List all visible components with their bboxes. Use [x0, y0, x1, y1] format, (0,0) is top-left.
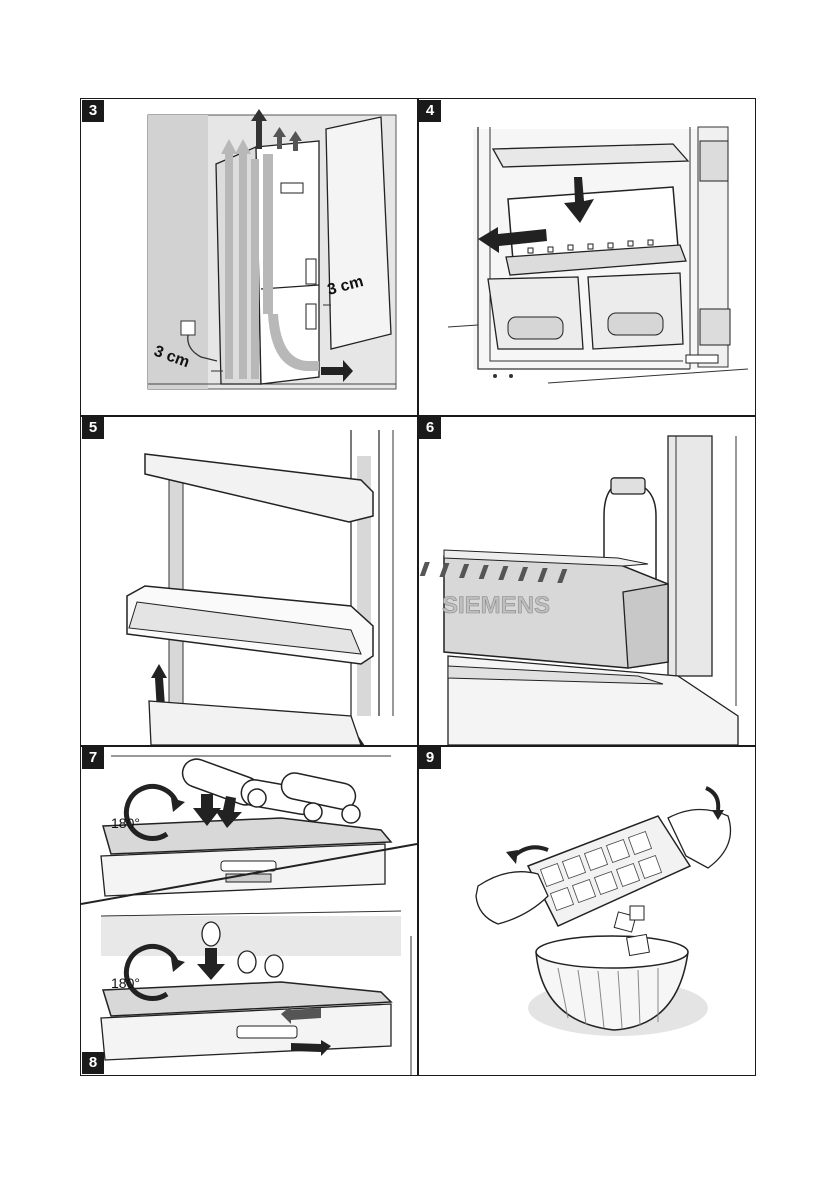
- brand-logo: SIEMENS: [442, 592, 550, 619]
- panel-4-illustration: [418, 99, 755, 415]
- rotation-label: 180°: [111, 815, 140, 831]
- panel-number: 9: [419, 747, 441, 769]
- panel-3-illustration: 3 cm 3 cm: [81, 99, 417, 415]
- panel-6-door-rack: 6 SIEMENS: [418, 416, 755, 745]
- panel-4-shelf-removal: 4: [418, 99, 755, 415]
- instruction-figure-grid: 3: [80, 98, 756, 1076]
- panel-7-8-illustration: 180° 180°: [81, 746, 417, 1075]
- panel-5-door-shelf: 5: [81, 416, 417, 745]
- panel-3-ventilation: 3: [81, 99, 417, 415]
- panel-6-illustration: SIEMENS: [418, 416, 755, 745]
- panel-number: 8: [82, 1052, 104, 1074]
- panel-7-8-storage-trays: 7 8 180°: [81, 746, 417, 1075]
- rotation-label: 180°: [111, 975, 140, 991]
- panel-number: 3: [82, 100, 104, 122]
- panel-9-illustration: [418, 746, 755, 1075]
- panel-number: 7: [82, 747, 104, 769]
- panel-9-ice-cube-tray: 9: [418, 746, 755, 1075]
- panel-number: 6: [419, 417, 441, 439]
- panel-5-illustration: [81, 416, 417, 745]
- panel-number: 5: [82, 417, 104, 439]
- panel-number: 4: [419, 100, 441, 122]
